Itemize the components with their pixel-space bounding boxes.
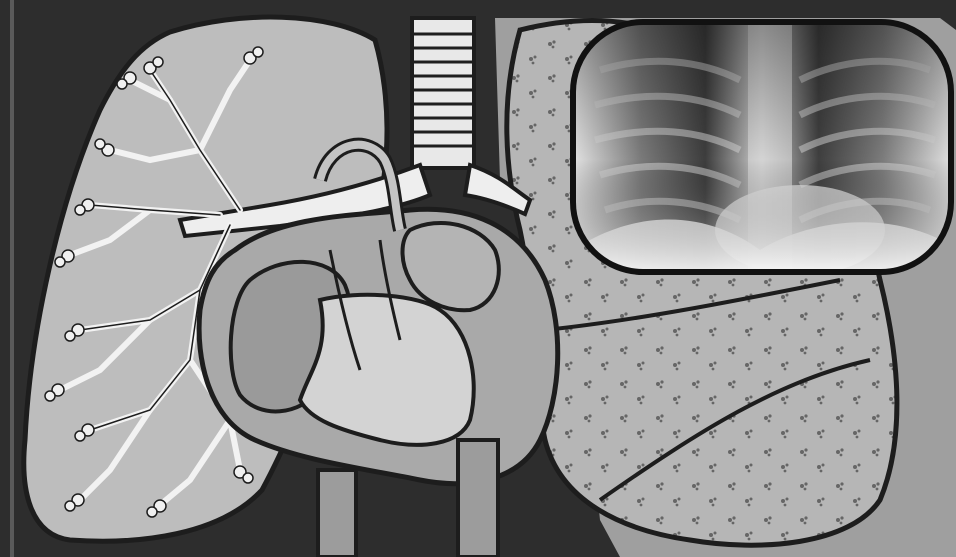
descending-aorta bbox=[458, 440, 498, 557]
trachea-icon bbox=[412, 18, 474, 168]
vena-cava bbox=[318, 470, 356, 557]
xray-inset-icon bbox=[573, 22, 951, 275]
ventricle-chamber bbox=[300, 295, 474, 445]
left-frame-edge bbox=[10, 0, 14, 557]
